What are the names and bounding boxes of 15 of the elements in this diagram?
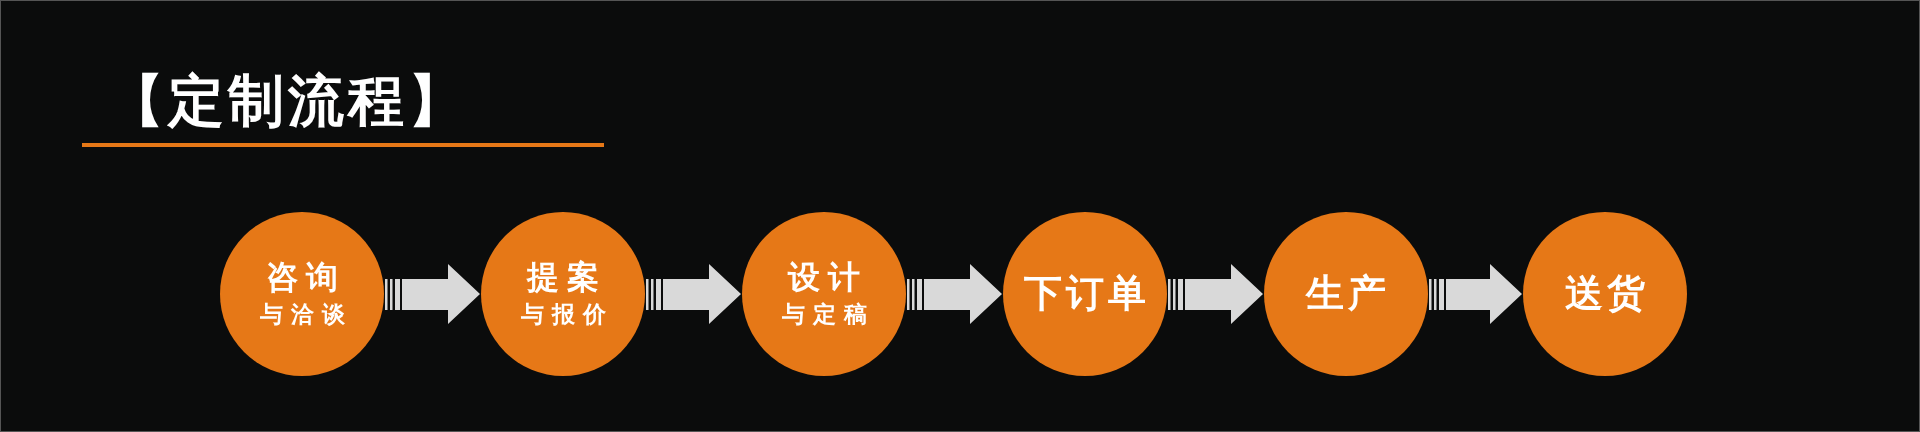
step-subtitle: 与定稿 bbox=[781, 300, 875, 330]
step-title: 设计 bbox=[788, 257, 868, 297]
step-subtitle: 与报价 bbox=[520, 300, 614, 330]
step-title: 生产 bbox=[1306, 271, 1390, 317]
step-title: 下订单 bbox=[1024, 271, 1150, 317]
step-title: 咨询 bbox=[266, 257, 346, 297]
block-arrow bbox=[1185, 264, 1263, 324]
block-arrow bbox=[924, 264, 1002, 324]
step-title: 送货 bbox=[1565, 271, 1649, 317]
block-arrow bbox=[402, 264, 480, 324]
step-title: 提案 bbox=[527, 257, 607, 297]
block-arrow bbox=[663, 264, 741, 324]
step-subtitle: 与洽谈 bbox=[259, 300, 353, 330]
block-arrow bbox=[1446, 264, 1522, 324]
title: 【定制流程】 bbox=[108, 67, 468, 135]
